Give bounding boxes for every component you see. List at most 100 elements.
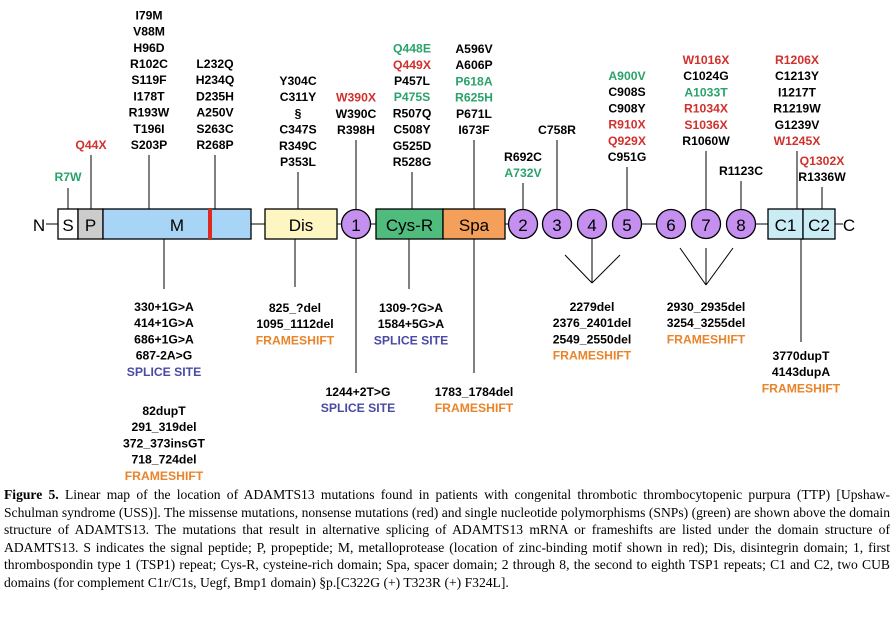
mutations-spacer-item: R625H xyxy=(455,91,493,105)
frameshift-cub1-item: 3770dupT xyxy=(773,349,830,363)
tsp1-repeat-7-label: 7 xyxy=(701,216,710,235)
mutations-cub2-item: Q1302X xyxy=(800,154,846,168)
mutations-tsp1-item: R398H xyxy=(337,123,375,137)
connector-tsp8-below xyxy=(705,247,734,286)
connector-lines xyxy=(46,140,843,373)
caption-label: Figure 5. xyxy=(4,487,59,502)
mutations-metallo-b-item: S263C xyxy=(196,122,233,136)
cysteine-rich-domain xyxy=(375,208,444,240)
tsp1-repeat-8 xyxy=(725,208,757,240)
frameshift-metallo-item: 372_373insGT xyxy=(123,436,206,450)
mutations-spacer-item: P618A xyxy=(455,74,492,88)
mutations-tsp1-item: W390C xyxy=(336,107,377,121)
mutations-spacer-item: A596V xyxy=(455,42,493,56)
mutations-cub2-item: R1336W xyxy=(798,170,846,184)
frameshift-metallo-item: 718_724del xyxy=(131,453,196,467)
mutations-tsp5-item: C908S xyxy=(608,85,645,99)
mutations-disintegrin-item: P353L xyxy=(280,155,316,169)
propeptide-domain-label: P xyxy=(85,216,96,235)
disintegrin-domain xyxy=(264,208,338,240)
caption-text: Linear map of the location of ADAMTS13 m… xyxy=(4,487,891,590)
frameshift-tsp345-item: FRAMESHIFT xyxy=(553,349,632,363)
spacer-domain xyxy=(442,208,506,240)
mutations-cub1-item: C1213Y xyxy=(775,69,819,83)
mutations-metallo-a-item: I79M xyxy=(135,8,162,22)
mutations-spacer-item: A606P xyxy=(455,58,492,72)
mutations-tsp7-item: C1024G xyxy=(683,69,728,83)
spacer-domain-label: Spa xyxy=(459,216,490,235)
tsp1-repeat-1-label: 1 xyxy=(351,216,360,235)
mutations-tsp3-item: C758R xyxy=(538,123,576,137)
mutations-tsp5-item: R910X xyxy=(608,118,646,132)
mutations-cub1-item: G1239V xyxy=(775,118,821,132)
frameshift-metallo-item: 291_319del xyxy=(131,420,196,434)
tsp1-repeat-5 xyxy=(611,208,643,240)
mutations-metallo-a-item: I178T xyxy=(133,89,165,103)
splice-cys-rich-item: 1584+5G>A xyxy=(378,317,445,331)
mutations-tsp2-item: R692C xyxy=(504,150,542,164)
mutations-cys-rich-item: R507Q xyxy=(393,106,432,120)
frameshift-cub1-item: FRAMESHIFT xyxy=(762,381,841,395)
mutations-cys-rich-item: P457L xyxy=(394,74,430,88)
tsp1-repeat-3 xyxy=(541,208,573,240)
splice-metallo-item: 330+1G>A xyxy=(134,300,194,314)
tsp1-repeat-8-label: 8 xyxy=(736,216,745,235)
frameshift-disintegrin-item: FRAMESHIFT xyxy=(256,333,335,347)
splice-metallo-item: SPLICE SITE xyxy=(127,365,202,379)
frameshift-tsp678-item: FRAMESHIFT xyxy=(667,332,746,346)
tsp1-repeat-5-label: 5 xyxy=(622,216,631,235)
frameshift-metallo-item: 82dupT xyxy=(142,404,186,418)
figure-caption: Figure 5. Linear map of the location of … xyxy=(4,486,890,592)
disintegrin-domain-label: Dis xyxy=(289,216,314,235)
tsp1-repeat-4 xyxy=(576,208,608,240)
mutations-spacer-item: P671L xyxy=(456,107,492,121)
mutations-tsp5-item: Q929X xyxy=(608,134,647,148)
mutations-metallo-b-item: R268P xyxy=(196,138,233,152)
mutations-propeptide-item: Q44X xyxy=(75,138,107,152)
mutations-cub1-item: I1217T xyxy=(778,85,816,99)
tsp1-repeat-2 xyxy=(507,208,539,240)
mutations-metallo-b-item: D235H xyxy=(196,89,234,103)
mutations-metallo-b-item: A250V xyxy=(196,106,234,120)
signal-peptide-domain-label: S xyxy=(62,216,73,235)
mutations-cys-rich-item: R528G xyxy=(393,155,432,169)
connector-tsp5-below xyxy=(591,254,621,284)
frameshift-tsp345-item: 2549_2550del xyxy=(553,332,632,346)
mutations-disintegrin-item: C347S xyxy=(279,123,316,137)
frameshift-tsp345-item: 2376_2401del xyxy=(553,316,632,330)
frameshift-tsp678-item: 3254_3255del xyxy=(667,316,746,330)
mutations-metallo-a-item: S119F xyxy=(131,73,166,87)
tsp1-repeat-6-label: 6 xyxy=(666,216,675,235)
mutations-metallo-a-item: T196I xyxy=(133,122,164,136)
splice-metallo-item: 414+1G>A xyxy=(134,316,194,330)
splice-cys-rich-item: SPLICE SITE xyxy=(374,333,449,347)
mutations-metallo-a-item: H96D xyxy=(133,41,164,55)
mutations-metallo-a-item: V88M xyxy=(133,25,165,39)
frameshift-tsp678-item: 2930_2935del xyxy=(667,300,746,314)
cysteine-rich-domain-label: Cys-R xyxy=(386,216,433,235)
mutations-metallo-a-item: R193W xyxy=(129,106,170,120)
mutations-cys-rich-item: P475S xyxy=(394,90,431,104)
mutations-tsp7-item: S1036X xyxy=(684,118,728,132)
connector-tsp6-below xyxy=(679,247,707,286)
frameshift-disintegrin-item: 825_?del xyxy=(269,301,321,315)
c-terminus-label: C xyxy=(843,216,855,235)
splice-cys-rich-item: 1309-?G>A xyxy=(379,301,443,315)
mutations-tsp8-item: R1123C xyxy=(719,164,763,178)
n-terminus-label: N xyxy=(33,216,45,235)
mutations-metallo-a-item: S203P xyxy=(131,138,168,152)
cub-domain-1-label: C1 xyxy=(775,216,797,235)
tsp1-repeat-6 xyxy=(655,208,687,240)
mutations-disintegrin-item: Y304C xyxy=(279,74,316,88)
mutations-cys-rich-item: G525D xyxy=(393,139,432,153)
mutations-cub1-item: R1219W xyxy=(773,102,821,116)
mutations-tsp7-item: R1060W xyxy=(682,134,730,148)
mutations-metallo-a-item: R102C xyxy=(130,57,168,71)
mutations-tsp7-item: A1033T xyxy=(684,85,728,99)
mutations-cub1-item: W1245X xyxy=(774,134,822,148)
frameshift-spacer-item: FRAMESHIFT xyxy=(435,401,514,415)
mutations-tsp5-item: A900V xyxy=(608,69,646,83)
mutations-tsp5-item: C908Y xyxy=(608,101,645,115)
